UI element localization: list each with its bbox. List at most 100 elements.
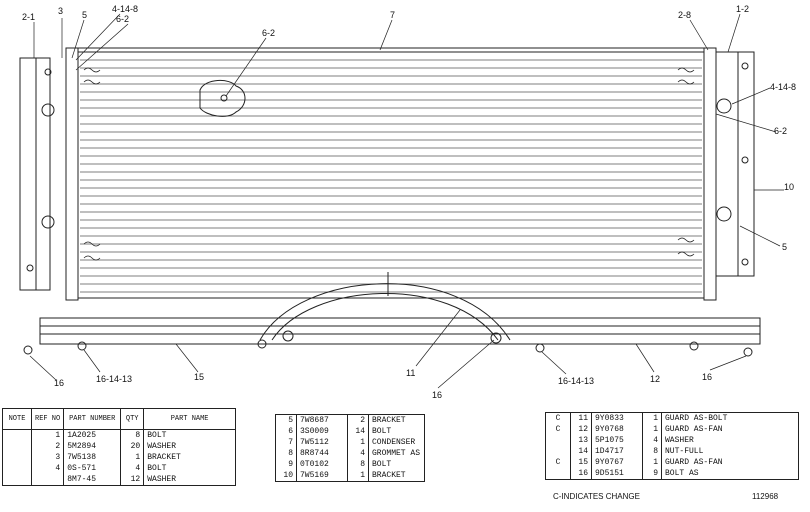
table-row: 7 7W5112 1 CONDENSER [275, 437, 425, 448]
table-row: 14 1D4717 8 NUT-FULL [546, 446, 799, 457]
left-bracket [19, 57, 51, 291]
callout-3: 3 [58, 6, 63, 16]
part-number-cell: 7W5169 [296, 470, 348, 482]
left-bracket-bolt-upper [41, 103, 55, 117]
qty-cell: 4 [347, 448, 369, 459]
qty-cell: 4 [642, 435, 662, 446]
ref-cell: 4 [30, 463, 65, 474]
part-name-cell: WASHER [143, 441, 236, 452]
note-cell [2, 452, 32, 463]
ref-cell: 16 [570, 468, 592, 480]
part-name-cell: BOLT [143, 463, 236, 474]
note-cell: C [555, 414, 561, 423]
parts-table-header: NOTE REF NO PART NUMBER QTY PART NAME [2, 408, 236, 430]
callout-11: 11 [406, 368, 415, 378]
callout-6-2-middle: 6-2 [262, 28, 275, 38]
fan-guard-arc [259, 283, 511, 341]
part-number-cell: 7W8687 [296, 414, 348, 426]
right-bracket-bolt-upper [716, 98, 732, 114]
qty-cell: 1 [642, 457, 662, 468]
qty-cell: 8 [120, 429, 145, 441]
table-row: 8M7-45 12 WASHER [2, 474, 236, 486]
table-row: 9 0T0102 8 BOLT [275, 459, 425, 470]
table-row: 2 5M2894 20 WASHER [2, 441, 236, 452]
qty-cell: 8 [347, 459, 369, 470]
ref-cell: 13 [570, 435, 592, 446]
part-name-cell: BOLT AS [661, 468, 799, 480]
header-ref-no: REF NO [30, 408, 65, 430]
callout-7: 7 [390, 10, 395, 20]
right-header-tank [703, 47, 717, 301]
left-bracket-bolt-lower [41, 215, 55, 229]
callout-16-middle: 16 [432, 390, 442, 400]
part-number-cell: 5P1075 [591, 435, 643, 446]
part-number-cell: 7W5138 [63, 452, 122, 463]
parts-list-table-2: 5 7W8687 2 BRACKET 6 3S0009 14 BOLT 7 7W… [275, 414, 425, 482]
note-cell: C [555, 458, 561, 467]
header-qty: QTY [120, 408, 145, 430]
part-number-cell: 9D5151 [591, 468, 643, 480]
grommet-group [83, 67, 695, 261]
qty-cell: 1 [642, 424, 662, 435]
ref-cell: 12 [570, 424, 592, 435]
part-name-cell: GUARD AS-BOLT [661, 412, 799, 424]
callout-6-2-top-left: 6-2 [116, 14, 129, 24]
table-row: 4 0S-571 4 BOLT [2, 463, 236, 474]
table-row: 8 8R8744 4 GROMMET AS [275, 448, 425, 459]
part-number-cell: 8R8744 [296, 448, 348, 459]
callout-4-14-8-top-left: 4-14-8 [112, 4, 138, 14]
qty-cell: 1 [347, 470, 369, 482]
note-cell [2, 463, 32, 474]
part-name-cell: BOLT [368, 426, 425, 437]
callout-2-8: 2-8 [678, 10, 691, 20]
ref-cell: 8 [275, 448, 297, 459]
callout-16-right: 16 [702, 372, 712, 382]
part-number-cell: 9Y0767 [591, 457, 643, 468]
callout-1-2: 1-2 [736, 4, 749, 14]
part-number-cell: 0S-571 [63, 463, 122, 474]
qty-cell: 2 [347, 414, 369, 426]
part-number-cell: 1D4717 [591, 446, 643, 457]
callout-4-14-8-right: 4-14-8 [770, 82, 796, 92]
right-bracket [715, 51, 755, 277]
callout-5-top-left: 5 [82, 10, 87, 20]
parts-list-table-3: C 11 9Y0833 1 GUARD AS-BOLT C 12 9Y0768 … [545, 412, 799, 480]
callout-6-2-right: 6-2 [774, 126, 787, 136]
table-row: 3 7W5138 1 BRACKET [2, 452, 236, 463]
qty-cell: 8 [642, 446, 662, 457]
note-cell: C [555, 425, 561, 434]
part-name-cell: CONDENSER [368, 437, 425, 448]
table-row: 6 3S0009 14 BOLT [275, 426, 425, 437]
leader-lines [29, 13, 784, 389]
ref-cell: 7 [275, 437, 297, 448]
parts-list-table-1: NOTE REF NO PART NUMBER QTY PART NAME 1 … [2, 408, 236, 486]
callout-12: 12 [650, 374, 660, 384]
header-note: NOTE [2, 408, 32, 430]
ref-cell [30, 474, 65, 486]
header-part-name: PART NAME [143, 408, 236, 430]
table-row: C 15 9Y0767 1 GUARD AS-FAN [546, 457, 799, 468]
part-name-cell: BRACKET [368, 470, 425, 482]
callout-10: 10 [784, 182, 794, 192]
ref-cell: 6 [275, 426, 297, 437]
ref-cell: 3 [30, 452, 65, 463]
table-row: 1 1A2025 8 BOLT [2, 429, 236, 441]
part-number-cell: 3S0009 [296, 426, 348, 437]
condenser-fins [80, 59, 702, 293]
callout-5-right: 5 [782, 242, 787, 252]
callout-15: 15 [194, 372, 204, 382]
part-name-cell: WASHER [661, 435, 799, 446]
part-number-cell: 8M7-45 [63, 474, 122, 486]
ref-cell: 2 [30, 441, 65, 452]
condenser-core [77, 51, 705, 299]
drawing-number: 112968 [752, 492, 779, 501]
part-name-cell: GUARD AS-FAN [661, 457, 799, 468]
note-cell [2, 441, 32, 452]
left-header-tank [65, 47, 79, 301]
fan-guard-lower [39, 317, 761, 345]
ref-cell: 11 [570, 412, 592, 424]
part-name-cell: NUT-FULL [661, 446, 799, 457]
callout-2-1: 2-1 [22, 12, 35, 22]
part-number-cell: 9Y0833 [591, 412, 643, 424]
part-number-cell: 7W5112 [296, 437, 348, 448]
